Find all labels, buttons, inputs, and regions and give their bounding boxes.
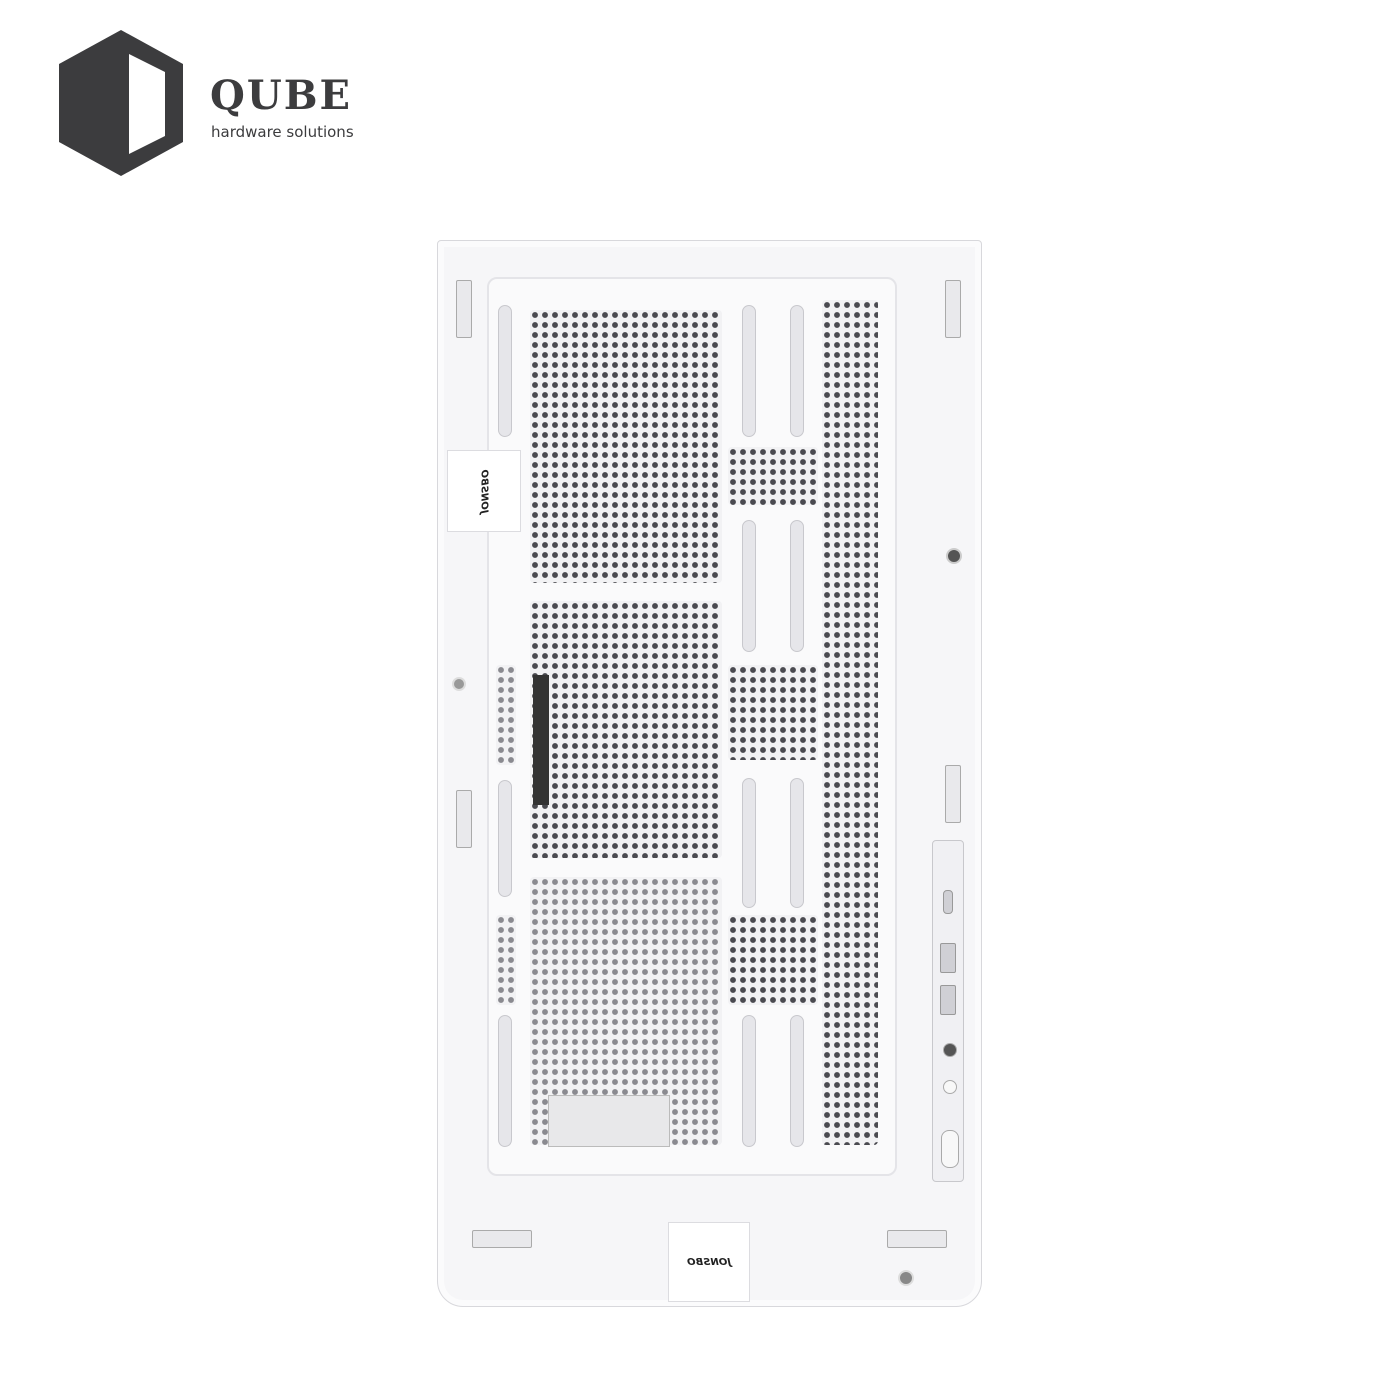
brand-sticker-side: JONSBO [447,450,521,532]
clip [472,1230,532,1248]
slot [742,1015,756,1147]
mesh-middle [530,601,722,858]
screw-icon [452,677,466,691]
slot [498,1015,512,1147]
slot [790,305,804,437]
psu-bracket [548,1095,670,1147]
sticker-text: JONSBO [478,469,490,513]
mesh-block-1 [728,447,818,505]
clip [456,280,472,338]
slot [498,305,512,437]
dark-vent [533,675,549,805]
slot [742,305,756,437]
slot [742,520,756,652]
slot [790,778,804,908]
power-button[interactable] [941,1130,959,1168]
screw-icon [946,548,962,564]
clip [945,280,961,338]
mesh-block-2 [728,665,818,760]
clip [945,765,961,823]
usb-c-port[interactable] [943,890,953,914]
mesh-right-column [822,300,878,1145]
brand-sticker-bottom: JONSBO [668,1222,750,1302]
slot [742,778,756,908]
usb-a-port[interactable] [940,985,956,1015]
clip [887,1230,947,1248]
reset-button[interactable] [943,1080,957,1094]
brand-name: QUBE [210,72,353,119]
audio-jack[interactable] [943,1043,957,1057]
mesh-block-3 [728,915,818,1005]
slot [498,780,512,897]
sticker-text: JONSBO [687,1256,731,1268]
usb-a-port[interactable] [940,943,956,973]
qube-logo-icon [59,30,183,176]
mesh-left-strip-1 [496,665,516,765]
mesh-upper [530,310,722,583]
brand-tagline: hardware solutions [211,123,354,141]
mesh-left-strip-2 [496,915,516,1005]
screw-icon [898,1270,914,1286]
slot [790,1015,804,1147]
clip [456,790,472,848]
slot [790,520,804,652]
